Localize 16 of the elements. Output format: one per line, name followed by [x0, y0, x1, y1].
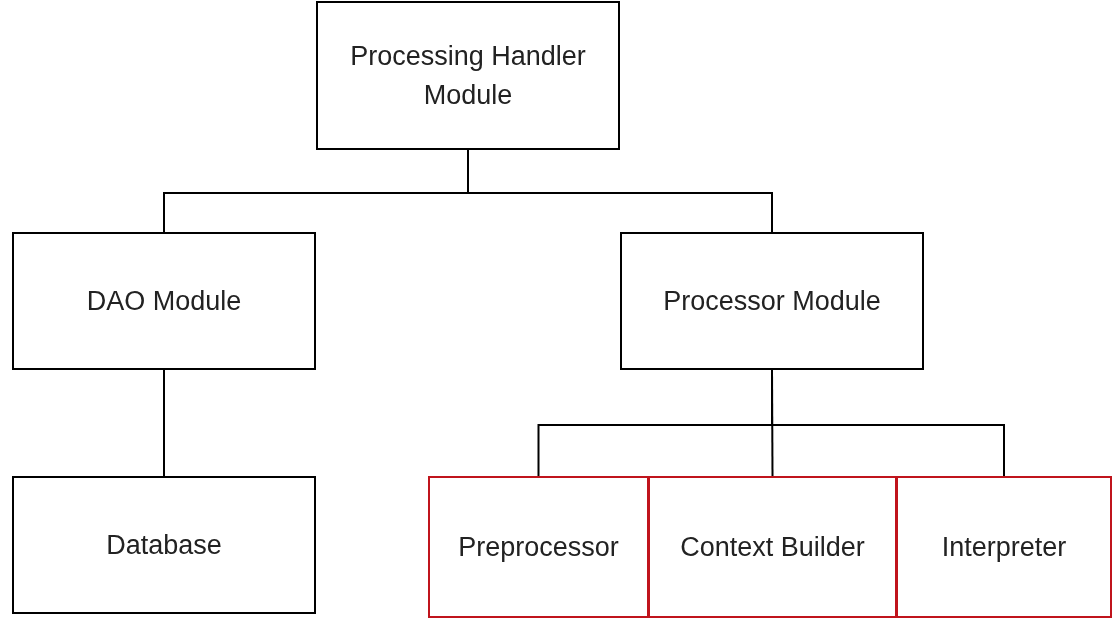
module-box [12, 232, 316, 370]
box-label: DAO Module [85, 284, 243, 318]
box-label: Preprocessor [457, 530, 620, 564]
box-label: Processor Module [662, 284, 882, 318]
module-box [428, 476, 649, 618]
module-box [648, 476, 897, 618]
connector-line [163, 369, 165, 477]
module-box [316, 1, 620, 150]
module-box [620, 232, 924, 370]
box-label: Database [105, 528, 223, 562]
box-label: Interpreter [940, 530, 1068, 564]
module-box [12, 476, 316, 614]
module-box [896, 476, 1112, 618]
box-label: Processing Handler Module [349, 39, 587, 112]
connector-line [771, 369, 1005, 477]
box-label: Context Builder [679, 530, 866, 564]
